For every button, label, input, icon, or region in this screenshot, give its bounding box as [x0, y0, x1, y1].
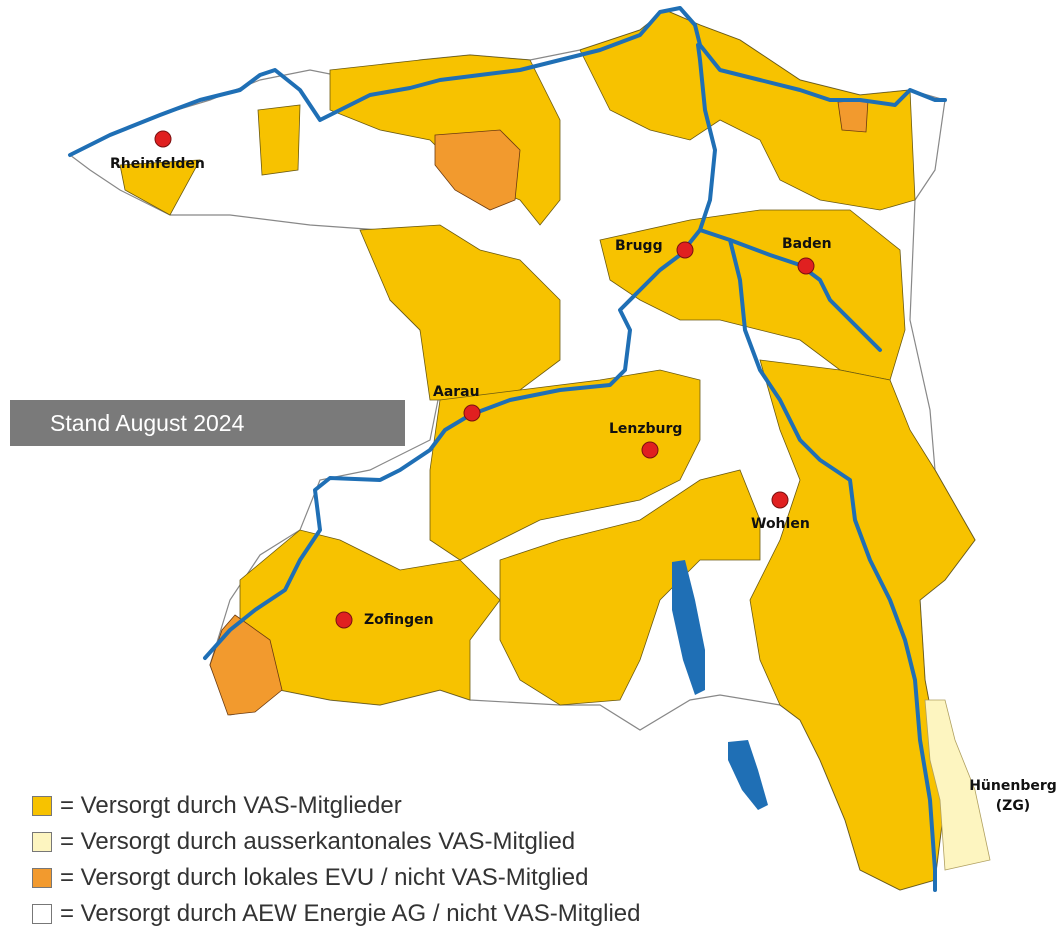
river-reuss	[698, 228, 937, 892]
legend-text-local-evu: = Versorgt durch lokales EVU / nicht VAS…	[60, 864, 589, 891]
vas-region-east	[749, 359, 976, 891]
hunenberg-label: Hünenberg (ZG)	[965, 776, 1061, 816]
river-rhine	[68, 6, 947, 157]
evu-region-southwest	[209, 614, 283, 716]
legend-item-local-evu: = Versorgt durch lokales EVU / nicht VAS…	[32, 860, 641, 896]
legend-text-external-member: = Versorgt durch ausserkantonales VAS-Mi…	[60, 828, 576, 855]
place-labels: Rheinfelden Brugg Baden Aarau Lenzburg W…	[110, 156, 832, 628]
vas-member-areas	[119, 9, 976, 891]
marker-lenzburg	[641, 441, 659, 459]
marker-zofingen	[335, 611, 353, 629]
label-rheinfelden: Rheinfelden	[110, 156, 205, 172]
local-evu-areas	[209, 99, 869, 716]
hunenberg-canton: (ZG)	[995, 798, 1031, 814]
label-aarau: Aarau	[433, 384, 480, 400]
vas-region-northwest	[257, 104, 301, 176]
label-lenzburg: Lenzburg	[609, 421, 682, 437]
town-markers	[154, 130, 815, 629]
marker-aarau	[463, 404, 481, 422]
label-wohlen: Wohlen	[751, 516, 810, 532]
marker-baden	[797, 257, 815, 275]
lake-hallwil	[672, 560, 705, 695]
evu-region-northeast	[837, 99, 869, 133]
legend-item-vas-members: = Versorgt durch VAS-Mitglieder	[32, 788, 641, 824]
vas-region-center-west	[359, 224, 561, 401]
label-baden: Baden	[782, 236, 832, 252]
river-limmat	[728, 238, 882, 352]
legend: = Versorgt durch VAS-Mitglieder = Versor…	[32, 788, 641, 932]
hunenberg-name: Hünenberg	[969, 778, 1057, 794]
label-brugg: Brugg	[615, 238, 663, 254]
river-aare	[203, 43, 717, 660]
swatch-local-evu	[32, 868, 52, 888]
swatch-vas-members	[32, 796, 52, 816]
legend-text-vas-members: = Versorgt durch VAS-Mitglieder	[60, 792, 402, 819]
vas-region-south-central	[499, 469, 761, 706]
marker-rheinfelden	[154, 130, 172, 148]
lake-baldegg	[728, 740, 768, 810]
swatch-aew	[32, 904, 52, 924]
label-zofingen: Zofingen	[364, 612, 434, 628]
legend-item-aew: = Versorgt durch AEW Energie AG / nicht …	[32, 896, 641, 932]
marker-brugg	[676, 241, 694, 259]
swatch-external-member	[32, 832, 52, 852]
stand-banner-text: Stand August 2024	[50, 409, 245, 436]
external-member-hunenberg	[924, 699, 991, 871]
rivers	[68, 6, 947, 892]
legend-item-external-member: = Versorgt durch ausserkantonales VAS-Mi…	[32, 824, 641, 860]
lakes	[672, 560, 768, 810]
evu-region-north	[434, 129, 521, 211]
stand-banner: Stand August 2024	[10, 400, 405, 446]
marker-wohlen	[771, 491, 789, 509]
legend-text-aew: = Versorgt durch AEW Energie AG / nicht …	[60, 900, 641, 927]
vas-region-rheinfelden	[119, 159, 201, 216]
